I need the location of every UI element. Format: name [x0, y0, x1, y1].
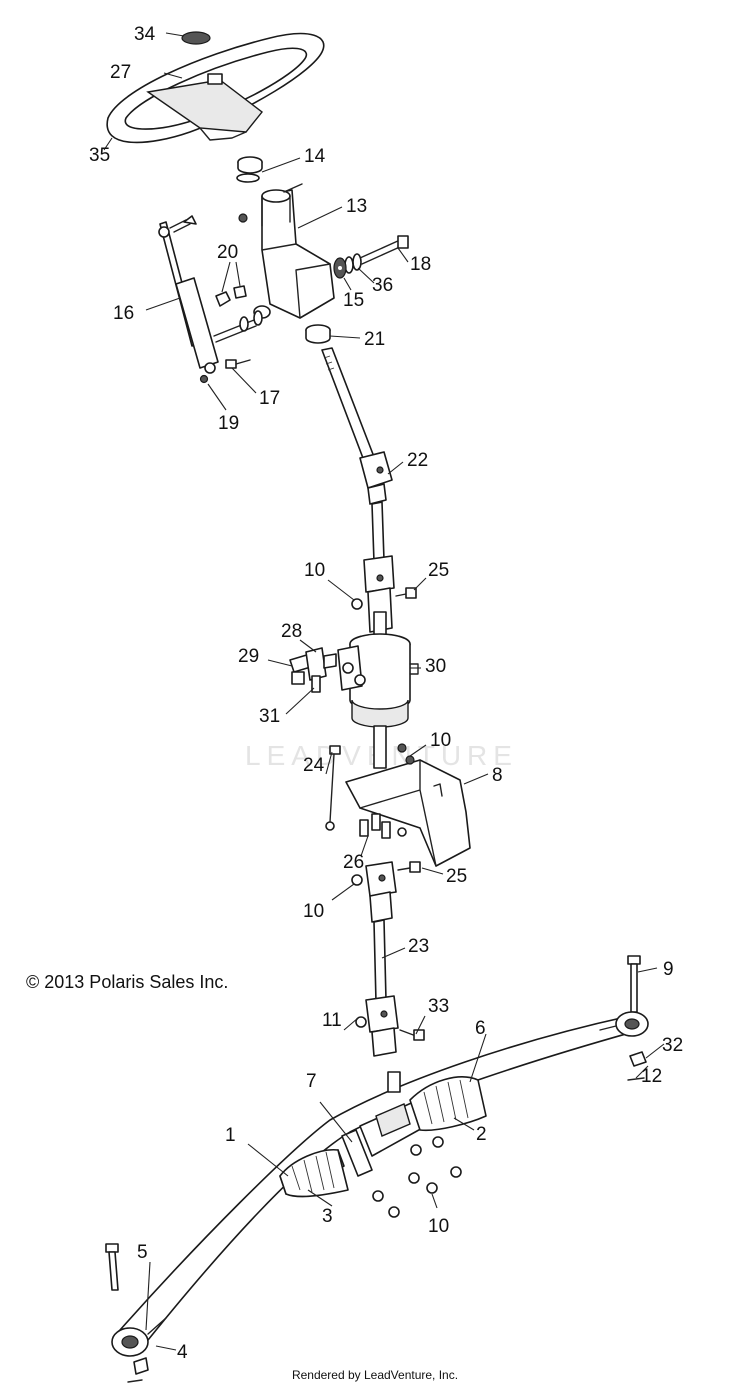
callout-17: 17 [259, 388, 280, 409]
callout-18: 18 [410, 254, 431, 275]
callout-10-middle: 10 [430, 730, 451, 751]
callout-numbers: 34 27 35 14 13 18 36 15 20 16 21 17 19 2… [89, 24, 683, 1363]
callout-14: 14 [304, 146, 326, 167]
copyright-notice: © 2013 Polaris Sales Inc. [26, 972, 229, 992]
callout-12: 12 [641, 1066, 662, 1087]
callout-19: 19 [218, 413, 239, 434]
callout-4: 4 [177, 1342, 188, 1363]
callout-10-rack: 10 [428, 1216, 449, 1237]
callout-25-upper: 25 [428, 560, 449, 581]
hydraulic-fittings [289, 647, 337, 693]
callout-28: 28 [281, 621, 302, 642]
steering-wheel [106, 31, 325, 144]
callout-8: 8 [492, 765, 503, 786]
callout-5: 5 [137, 1242, 148, 1263]
leader-lines [103, 32, 665, 1351]
callout-3: 3 [322, 1206, 333, 1227]
callout-29: 29 [238, 646, 259, 667]
callout-1: 1 [225, 1125, 236, 1146]
callout-20: 20 [217, 242, 238, 263]
callout-34: 34 [134, 24, 156, 45]
callout-26: 26 [343, 852, 364, 873]
callout-35: 35 [89, 145, 110, 166]
gas-strut [158, 215, 219, 374]
callout-31: 31 [259, 706, 280, 727]
tie-rod-end-hardware-left [105, 1243, 149, 1383]
callout-32: 32 [662, 1035, 683, 1056]
callout-30: 30 [425, 656, 446, 677]
footer-credit: Rendered by LeadVenture, Inc. [291, 1368, 459, 1382]
lower-steering-shaft [351, 861, 425, 1057]
callout-22: 22 [407, 450, 428, 471]
rack-mount-nuts [372, 1136, 462, 1218]
column-bracket [238, 183, 335, 319]
upper-steering-shaft [321, 347, 417, 633]
callout-13: 13 [346, 196, 367, 217]
callout-2: 2 [476, 1124, 487, 1145]
steering-gear-unit [337, 611, 419, 769]
bushing [236, 156, 263, 183]
callout-24: 24 [303, 755, 325, 776]
column-bolt-washers [333, 235, 409, 279]
tie-rod-assembly [111, 1011, 649, 1357]
callout-15: 15 [343, 290, 364, 311]
callout-36: 36 [372, 275, 393, 296]
callout-7: 7 [306, 1071, 317, 1092]
callout-27: 27 [110, 62, 131, 83]
mounting-bracket [345, 743, 471, 867]
callout-21: 21 [364, 329, 385, 350]
callout-6: 6 [475, 1018, 486, 1039]
callout-11: 11 [322, 1010, 342, 1031]
callout-25-lower: 25 [446, 866, 467, 887]
bracket-bolts [325, 745, 391, 839]
steering-rack [279, 1071, 487, 1198]
callout-10-upper: 10 [304, 560, 325, 581]
strut-fasteners [199, 285, 263, 384]
callout-10-lower: 10 [303, 901, 324, 922]
callout-23: 23 [408, 936, 429, 957]
lower-bushing [305, 324, 331, 344]
callout-9: 9 [663, 959, 674, 980]
callout-33: 33 [428, 996, 449, 1017]
callout-16: 16 [113, 303, 134, 324]
